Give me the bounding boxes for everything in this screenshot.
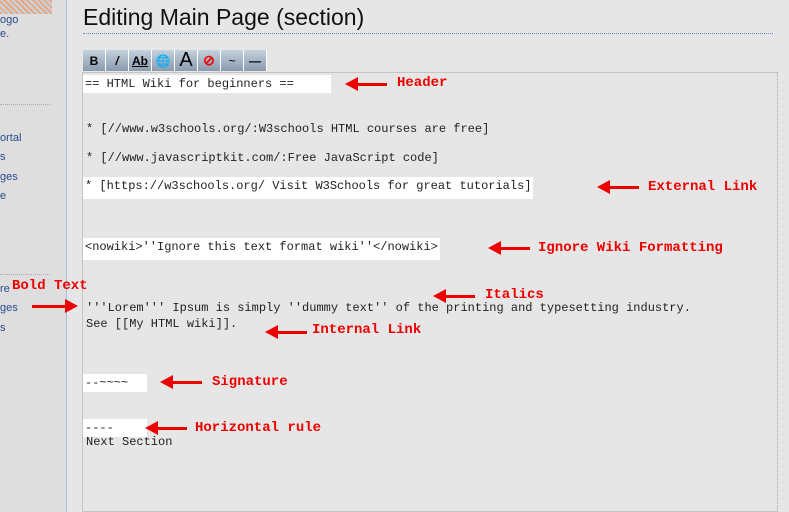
divider <box>0 104 50 105</box>
sidebar-item[interactable]: ortal <box>0 132 22 144</box>
sidebar-item[interactable]: ges <box>0 171 18 183</box>
sidebar: ogo e. ortal s ges e re ges s <box>0 0 67 512</box>
page-title: Editing Main Page (section) <box>83 4 773 34</box>
editor-line: --~~~~ <box>83 374 147 392</box>
nowiki-icon[interactable]: ⊘ <box>198 50 221 71</box>
editor-line: <nowiki>''Ignore this text format wiki''… <box>83 238 440 260</box>
logo[interactable] <box>0 0 52 14</box>
logo-text: e. <box>0 28 10 40</box>
arrow-icon <box>32 299 78 313</box>
signature-icon[interactable]: ~ <box>221 50 244 71</box>
annotation-internal-link: Internal Link <box>312 322 422 338</box>
bold-button[interactable]: B <box>83 50 106 71</box>
sidebar-item[interactable]: e <box>0 190 7 202</box>
annotation-bold: Bold Text <box>12 278 88 294</box>
headline-button[interactable]: A <box>175 49 198 71</box>
annotation-ignore: Ignore Wiki Formatting <box>538 240 723 256</box>
editor-line: * [https://w3schools.org/ Visit W3School… <box>83 177 534 199</box>
edit-toolbar: B / Ab 🌐 A ⊘ ~ — <box>83 49 267 71</box>
annotation-header: Header <box>397 75 448 91</box>
sidebar-item[interactable]: s <box>0 151 6 163</box>
logo-text: ogo <box>0 14 19 26</box>
sidebar-item[interactable]: re <box>0 283 10 295</box>
annotation-external-link: External Link <box>648 179 758 195</box>
arrow-icon <box>345 77 387 91</box>
annotation-signature: Signature <box>212 374 288 390</box>
external-link-icon[interactable]: 🌐 <box>152 50 175 71</box>
arrow-icon <box>265 325 307 339</box>
annotation-hr: Horizontal rule <box>195 420 322 436</box>
editor-line: == HTML Wiki for beginners == <box>83 75 331 93</box>
editor-line: * [//www.w3schools.org/:W3schools HTML c… <box>86 122 490 136</box>
editor-line: ---- <box>83 419 147 437</box>
editor-line: See [[My HTML wiki]]. <box>86 317 238 331</box>
editor-line: Next Section <box>86 435 173 449</box>
annotation-italics: Italics <box>485 287 544 303</box>
horizontal-rule-icon[interactable]: — <box>244 50 267 71</box>
italic-button[interactable]: / <box>106 50 129 71</box>
arrow-icon <box>145 421 187 435</box>
editor-line: '''Lorem''' Ipsum is simply ''dummy text… <box>86 301 691 315</box>
arrow-icon <box>160 375 202 389</box>
divider <box>0 274 50 275</box>
sidebar-item[interactable]: s <box>0 322 6 334</box>
arrow-icon <box>597 180 639 194</box>
internal-link-button[interactable]: Ab <box>129 50 152 71</box>
arrow-icon <box>433 289 475 303</box>
arrow-icon <box>488 241 530 255</box>
edit-textarea[interactable] <box>82 72 778 512</box>
editor-line: * [//www.javascriptkit.com/:Free JavaScr… <box>86 151 439 165</box>
sidebar-item[interactable]: ges <box>0 302 18 314</box>
